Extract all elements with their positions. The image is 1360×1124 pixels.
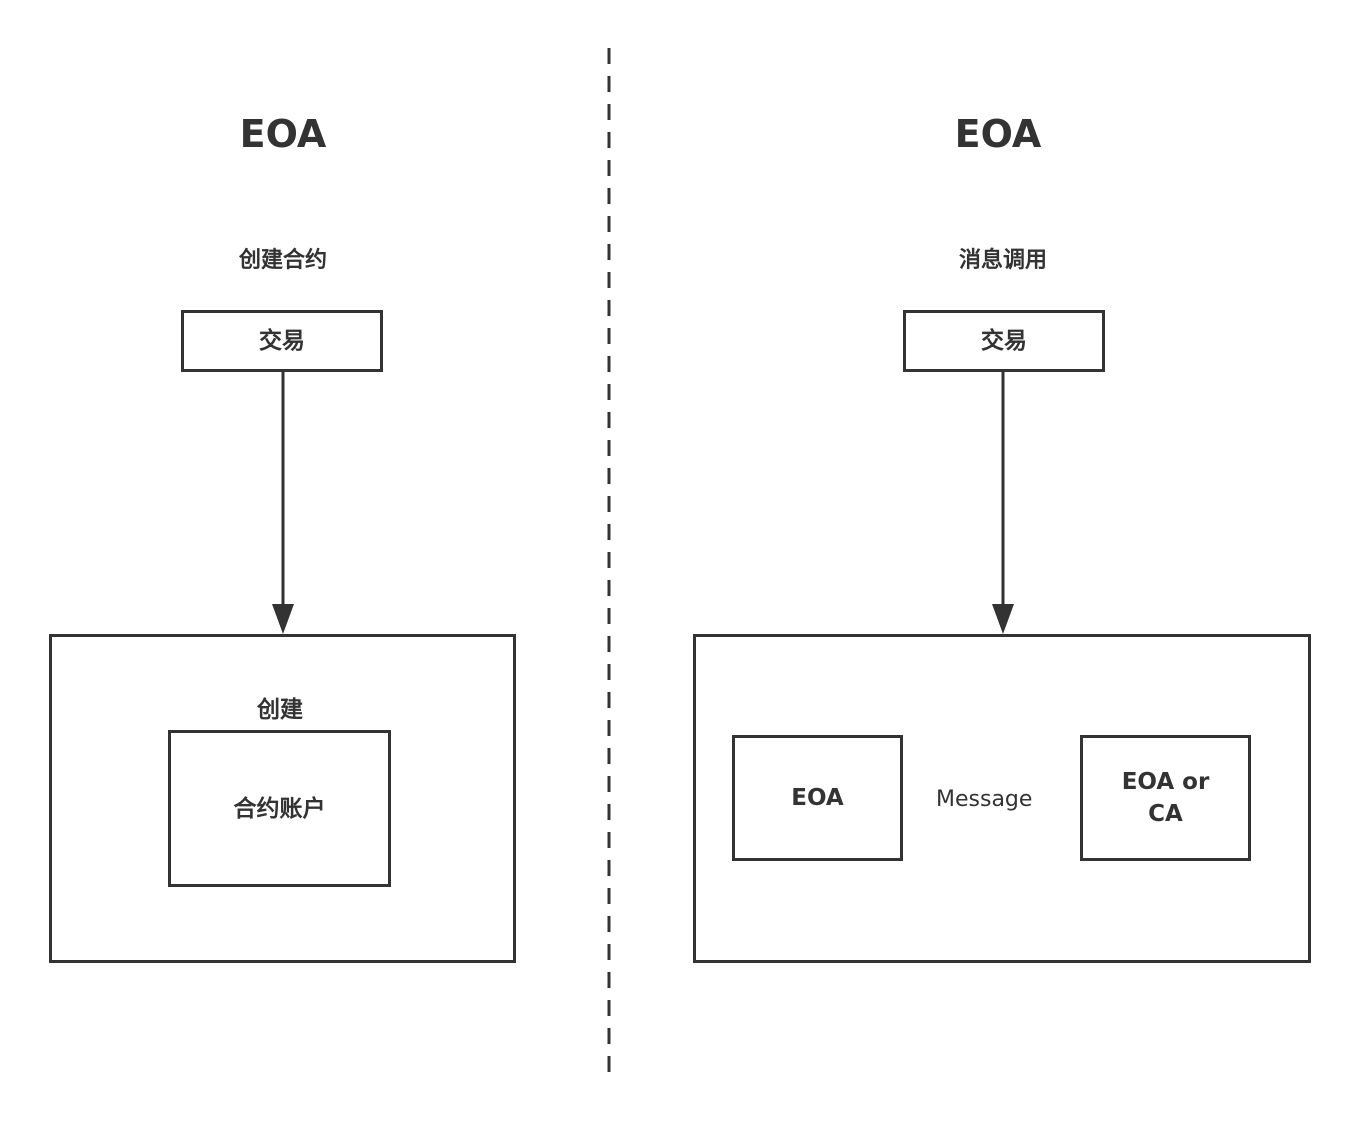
left-arrowhead <box>272 604 294 634</box>
left-action-label: 创建合约 <box>238 248 327 273</box>
receiver-label: EOA or CA <box>1121 769 1210 827</box>
right-transaction-box: 交易 <box>903 310 1105 372</box>
left-title: EOA <box>239 112 327 156</box>
right-title: EOA <box>954 112 1042 156</box>
left-transaction-label: 交易 <box>259 328 305 354</box>
right-action-label: 消息调用 <box>958 248 1047 273</box>
receiver-box: EOA or CA <box>1080 735 1251 861</box>
message-label: Message <box>935 786 1034 814</box>
sender-eoa-box: EOA <box>732 735 903 861</box>
sender-eoa-label: EOA <box>791 785 844 811</box>
contract-account-box: 合约账户 <box>168 730 391 887</box>
contract-account-label: 合约账户 <box>233 795 326 822</box>
right-transaction-label: 交易 <box>981 328 1027 354</box>
left-transaction-box: 交易 <box>181 310 383 372</box>
right-arrowhead <box>992 604 1014 634</box>
left-inner-label: 创建 <box>257 697 303 723</box>
